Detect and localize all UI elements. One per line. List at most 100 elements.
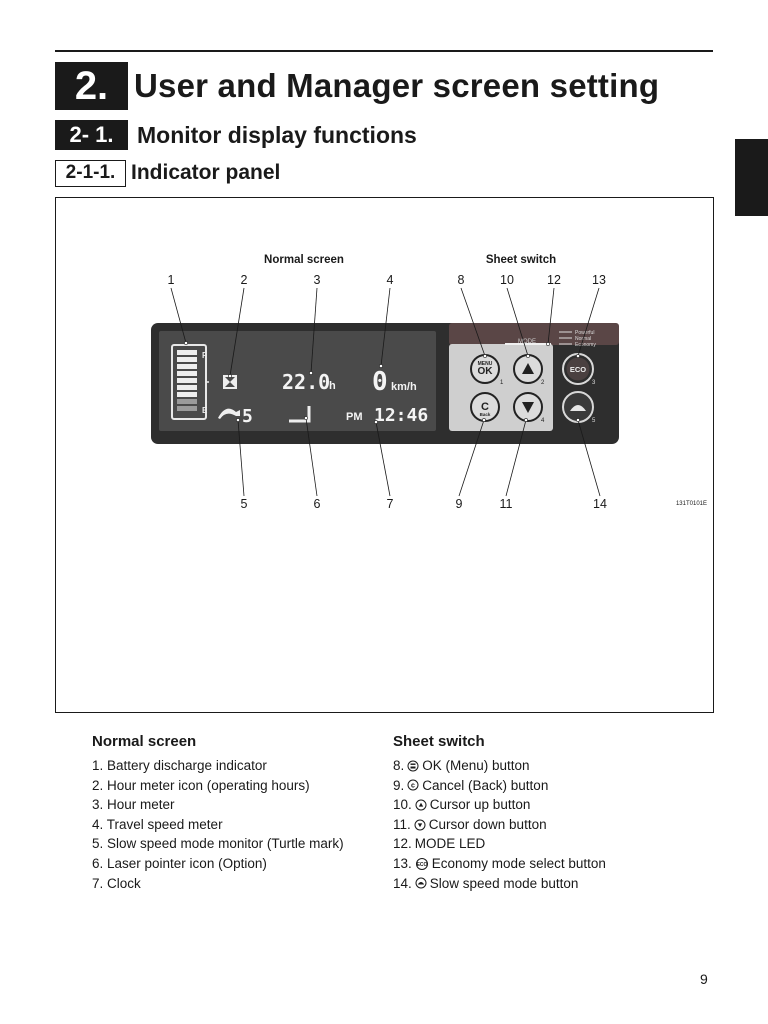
list-item: 12. MODE LED bbox=[393, 834, 606, 854]
page-number: 9 bbox=[700, 971, 708, 987]
list-item: 4. Travel speed meter bbox=[92, 816, 223, 832]
ok-menu-button[interactable]: MENU OK bbox=[470, 354, 500, 384]
list-item: 5. Slow speed mode monitor (Turtle mark) bbox=[92, 836, 344, 852]
turtle-icon bbox=[415, 877, 427, 889]
item-number: 12. bbox=[393, 836, 412, 852]
laser-pointer-icon bbox=[289, 406, 311, 423]
heading-2: 2- 1. Monitor display functions bbox=[55, 120, 417, 150]
button-number-3: 3 bbox=[592, 380, 596, 386]
list-item: 6. Laser pointer icon (Option) bbox=[92, 855, 267, 871]
item-number: 10. bbox=[393, 797, 412, 813]
callout-11: 11 bbox=[500, 497, 513, 511]
top-rule bbox=[55, 50, 713, 52]
heading-3-title: Indicator panel bbox=[131, 161, 281, 184]
battery-discharge-indicator: F E bbox=[171, 344, 209, 420]
list-item: 3. Hour meter bbox=[92, 797, 175, 813]
list-item: 7. Clock bbox=[92, 875, 141, 891]
item-number: 9. bbox=[393, 777, 405, 793]
cancel-back-button[interactable]: C Back bbox=[470, 392, 500, 422]
list-item: 10. Cursor up button bbox=[393, 795, 606, 815]
legend-economy: Economy bbox=[575, 342, 596, 348]
cancel-back-icon: c bbox=[407, 779, 419, 791]
eco-button-label: ECO bbox=[570, 365, 586, 374]
label-sheet-switch: Sheet switch bbox=[486, 254, 556, 266]
fuel-empty-label: E bbox=[202, 406, 208, 415]
cursor-up-button[interactable] bbox=[513, 354, 543, 384]
callout-3: 3 bbox=[314, 273, 321, 287]
list-item: 9. c Cancel (Back) button bbox=[393, 776, 606, 796]
item-text: MODE LED bbox=[414, 836, 486, 852]
back-button-small-label: Back bbox=[480, 412, 491, 417]
list-item: 1. Battery discharge indicator bbox=[92, 758, 267, 773]
button-number-1: 1 bbox=[500, 380, 504, 386]
leader-dots bbox=[184, 341, 580, 424]
item-text: Cancel (Back) button bbox=[422, 777, 549, 793]
leader-lines bbox=[170, 287, 601, 497]
heading-1-number: 2. bbox=[55, 62, 128, 110]
svg-text:c: c bbox=[411, 783, 415, 790]
travel-speed-unit: km/h bbox=[391, 381, 417, 393]
mode-label: MODE bbox=[518, 339, 536, 345]
svg-text:ECO: ECO bbox=[416, 862, 427, 868]
indicator-panel-diagram: Normal screen Sheet switch 1 2 3 4 8 10 … bbox=[151, 254, 707, 511]
callout-7: 7 bbox=[387, 497, 394, 511]
heading-1-title: User and Manager screen setting bbox=[134, 67, 660, 104]
callout-1: 1 bbox=[168, 273, 175, 287]
heading-2-number: 2- 1. bbox=[55, 120, 128, 150]
lcd-screen bbox=[159, 331, 436, 431]
turtle-icon bbox=[218, 408, 240, 419]
hourglass-icon bbox=[223, 375, 237, 389]
ok-button-small-label: MENU bbox=[478, 361, 493, 367]
heading-3: 2-1-1. Indicator panel bbox=[55, 159, 280, 187]
ok-button-label: OK bbox=[478, 366, 494, 377]
item-text: Cursor up button bbox=[429, 797, 531, 813]
normal-screen-legend: Normal screen 1. Battery discharge indic… bbox=[92, 733, 344, 893]
callout-10: 10 bbox=[500, 273, 514, 287]
list-item: 14. Slow speed mode button bbox=[393, 874, 606, 894]
clock-ampm: PM bbox=[346, 411, 363, 423]
item-text: Cursor down button bbox=[428, 816, 547, 832]
hour-meter-unit: h bbox=[329, 380, 336, 392]
heading-3-number: 2-1-1. bbox=[55, 159, 126, 187]
cursor-down-button[interactable] bbox=[513, 392, 543, 422]
callout-14: 14 bbox=[593, 497, 607, 511]
list-item: 13. ECO Economy mode select button bbox=[393, 854, 606, 874]
eco-mode-button[interactable]: ECO bbox=[562, 353, 594, 385]
list-item: 11. Cursor down button bbox=[393, 815, 606, 835]
turtle-level: 5 bbox=[242, 406, 253, 427]
item-number: 8. bbox=[393, 758, 405, 773]
cursor-down-icon bbox=[414, 819, 426, 831]
figure-code: 131T0101E bbox=[676, 501, 707, 507]
clock-time: 12:46 bbox=[374, 405, 428, 426]
cursor-up-icon bbox=[522, 363, 534, 374]
item-text: OK (Menu) button bbox=[422, 758, 530, 773]
callout-4: 4 bbox=[387, 273, 394, 287]
callout-5: 5 bbox=[241, 497, 248, 511]
callout-9: 9 bbox=[456, 497, 463, 511]
item-number: 13. bbox=[393, 855, 412, 871]
mode-band bbox=[449, 323, 619, 345]
item-number: 14. bbox=[393, 875, 412, 891]
callout-2: 2 bbox=[241, 273, 248, 287]
slow-speed-mode-button[interactable] bbox=[562, 391, 594, 423]
turtle-icon bbox=[570, 405, 586, 411]
item-text: Slow speed mode button bbox=[429, 875, 579, 891]
item-number: 11. bbox=[393, 816, 411, 832]
heading-2-title: Monitor display functions bbox=[137, 121, 417, 148]
button-number-2: 2 bbox=[541, 380, 545, 386]
travel-speed-value: 0 bbox=[372, 367, 388, 397]
hour-meter-value: 22.0 bbox=[282, 370, 330, 394]
chapter-side-tab bbox=[735, 139, 768, 216]
sheet-switch-heading: Sheet switch bbox=[393, 733, 485, 750]
list-item: 8. OK (Menu) button bbox=[393, 756, 606, 776]
button-number-5: 5 bbox=[592, 418, 596, 424]
heading-1: 2. User and Manager screen setting bbox=[55, 62, 659, 110]
ok-menu-icon bbox=[407, 760, 419, 772]
button-number-4: 4 bbox=[541, 418, 545, 424]
indicator-panel-figure: Normal screen Sheet switch 1 2 3 4 8 10 … bbox=[55, 197, 714, 891]
back-button-label: C bbox=[481, 401, 489, 413]
callout-6: 6 bbox=[314, 497, 321, 511]
callout-8: 8 bbox=[458, 273, 465, 287]
normal-screen-heading: Normal screen bbox=[92, 733, 197, 750]
eco-icon: ECO bbox=[415, 857, 428, 870]
